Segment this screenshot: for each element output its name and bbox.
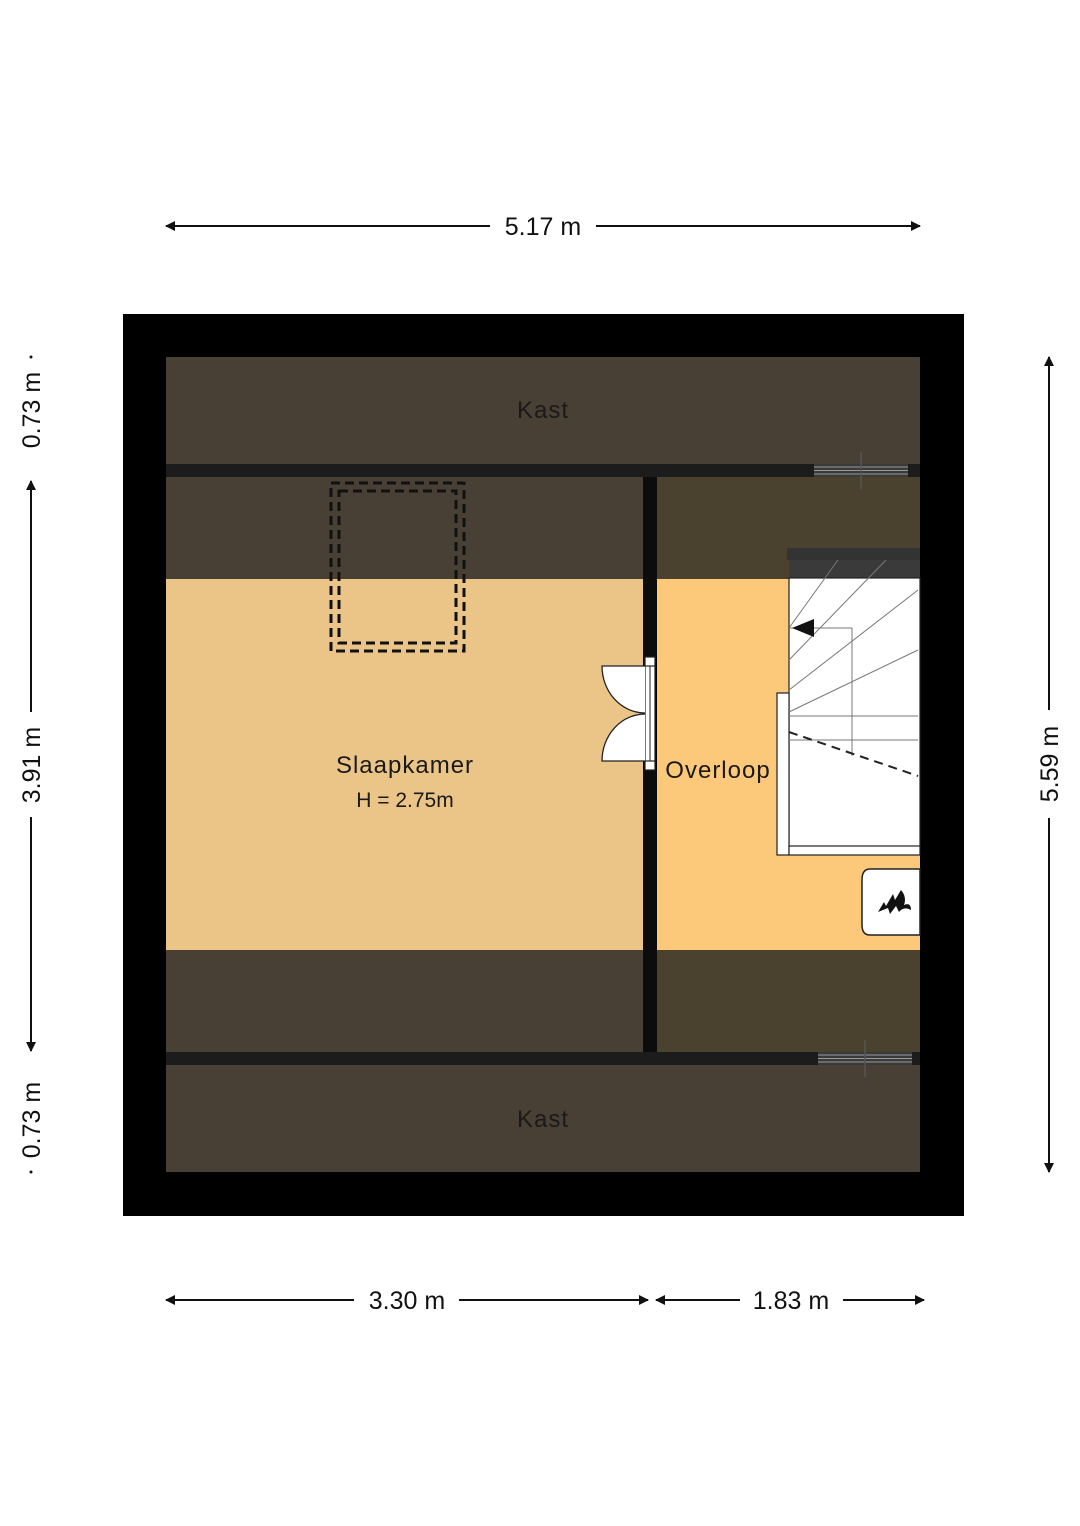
wall-top-knee-right xyxy=(908,464,920,477)
wall-bottom-knee xyxy=(166,1052,818,1065)
dimension-left-bottom-label: 0.73 m xyxy=(18,1082,46,1158)
wall-partition-upper xyxy=(643,477,657,657)
storage-left-lower xyxy=(166,950,643,1052)
wall-top-knee xyxy=(166,464,814,477)
dimension-right-total: 5.59 m xyxy=(1036,356,1064,1173)
kast-top-area xyxy=(166,357,920,465)
kast-bottom-area xyxy=(166,1064,920,1172)
wall-bottom-knee-right xyxy=(912,1052,920,1065)
slaapkamer-area xyxy=(166,579,643,950)
wall-partition-lower xyxy=(643,770,657,1052)
room-label-slaapkamer: Slaapkamer xyxy=(336,752,474,779)
dimension-top-label: 5.17 m xyxy=(505,213,581,241)
knee-wall-door-bottom xyxy=(818,1040,912,1077)
dimension-bottom-left-label: 3.30 m xyxy=(369,1287,445,1315)
heater-flame-icon xyxy=(861,868,921,936)
room-height-slaapkamer: H = 2.75m xyxy=(356,789,453,812)
dimension-left-top-label: 0.73 m xyxy=(18,372,46,448)
dimension-top-width: 5.17 m xyxy=(165,213,921,241)
room-label-kast-top: Kast xyxy=(517,397,569,424)
storage-right-lower xyxy=(657,950,920,1052)
dimension-bottom-right: 1.83 m xyxy=(655,1287,925,1315)
room-label-overloop: Overloop xyxy=(665,757,770,784)
staircase-icon xyxy=(776,548,921,856)
dimension-left-bottom: 0.73 m xyxy=(18,1082,46,1174)
dimension-bottom-right-label: 1.83 m xyxy=(753,1287,829,1315)
dimension-bottom-left: 3.30 m xyxy=(165,1287,649,1315)
dimension-right-label: 5.59 m xyxy=(1036,726,1064,802)
skylight-icon xyxy=(329,481,466,653)
dimension-left-middle-label: 3.91 m xyxy=(18,727,46,803)
dimension-left-middle: 3.91 m xyxy=(18,480,46,1052)
room-label-kast-bottom: Kast xyxy=(517,1106,569,1133)
storage-left-upper xyxy=(166,477,643,579)
double-door-icon xyxy=(601,656,656,771)
knee-wall-door-top xyxy=(814,452,908,489)
dimension-left-top: 0.73 m xyxy=(18,355,46,448)
